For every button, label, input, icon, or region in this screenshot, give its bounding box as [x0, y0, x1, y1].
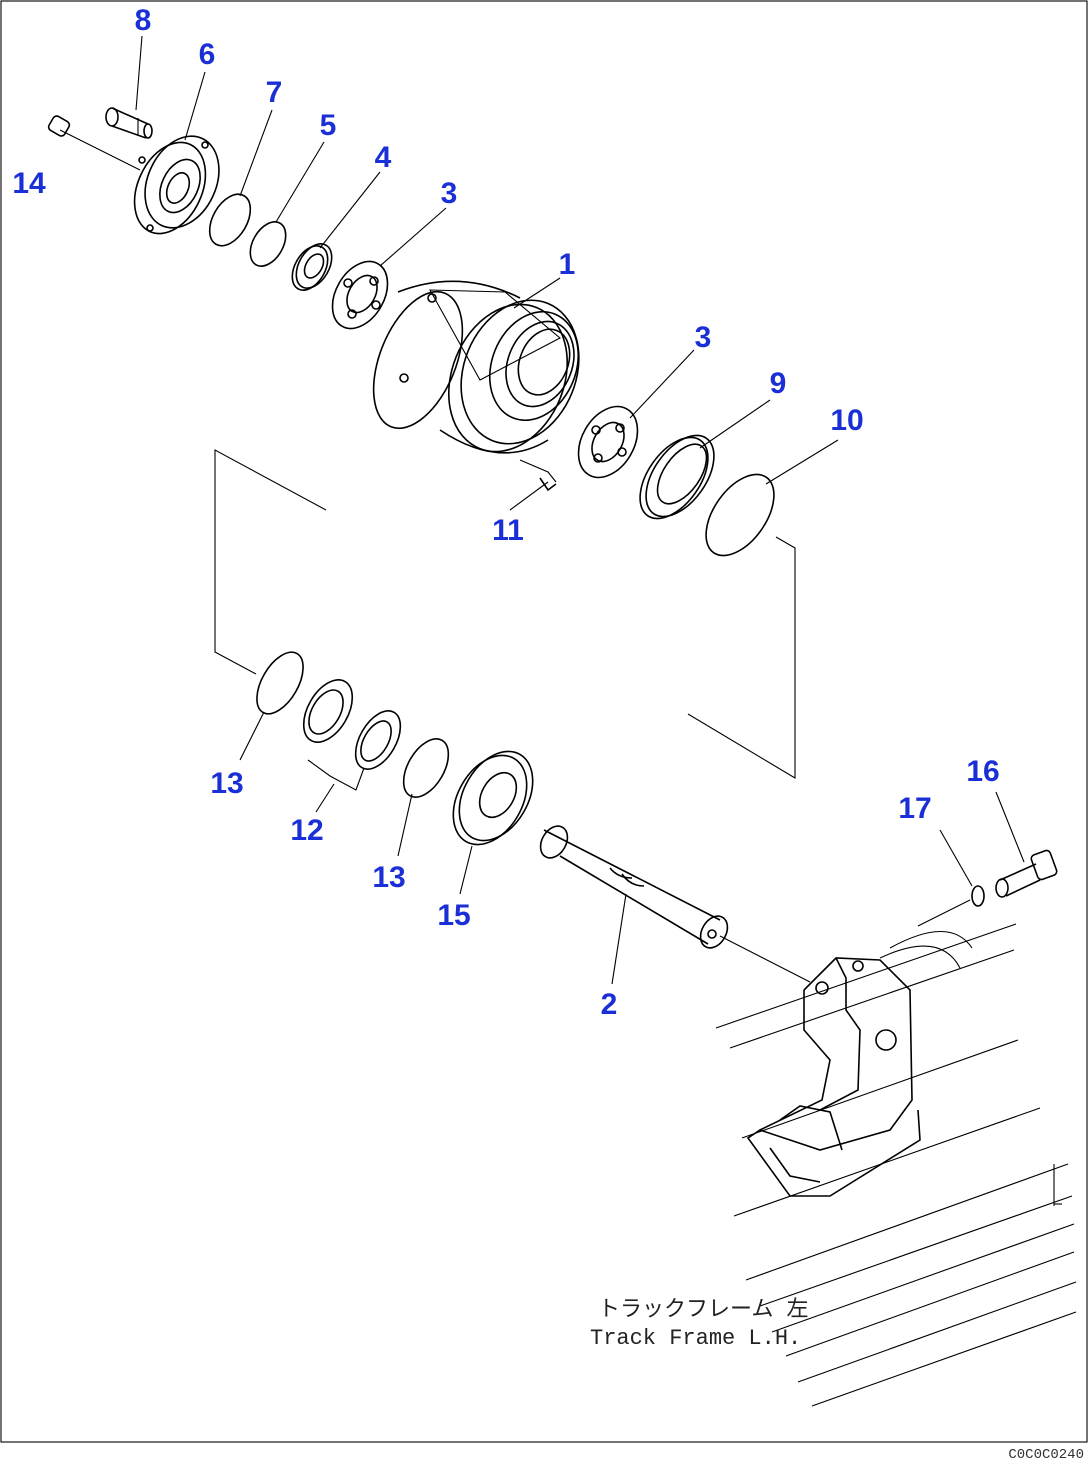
leader-13b — [397, 793, 413, 857]
part-1-roller — [372, 280, 580, 454]
callout-5: 5 — [320, 109, 337, 142]
part-2-shaft — [539, 825, 811, 983]
callout-13-left: 13 — [210, 767, 243, 800]
leader-8 — [135, 35, 143, 111]
leader-3a — [379, 207, 447, 267]
leader-12 — [315, 783, 335, 813]
part-4-nut — [291, 243, 333, 291]
leader-5 — [275, 141, 325, 223]
callout-12: 12 — [290, 814, 323, 847]
leader-1 — [513, 277, 561, 309]
leader-4 — [319, 171, 381, 249]
assembly-guide-lines — [214, 449, 796, 779]
callout-16: 16 — [966, 755, 999, 788]
callout-9: 9 — [770, 367, 787, 400]
leader-16 — [995, 791, 1025, 863]
leader-17 — [939, 829, 973, 887]
callout-1: 1 — [559, 248, 576, 281]
part-12-seal-pair — [302, 679, 402, 770]
callout-11: 11 — [492, 514, 524, 547]
part-3-bearing-upper — [331, 260, 389, 330]
part-11-plug — [519, 459, 557, 492]
callout-2: 2 — [601, 988, 618, 1021]
caption-japanese: トラックフレーム 左 — [598, 1297, 809, 1323]
callout-15: 15 — [437, 899, 470, 932]
callout-numbers: 8 6 7 5 4 3 14 1 3 9 10 11 13 12 13 15 2… — [12, 4, 999, 1021]
part-8-bolt — [105, 107, 153, 139]
leader-7 — [239, 109, 273, 197]
leader-2 — [611, 893, 627, 985]
callout-3-upper: 3 — [441, 177, 458, 210]
part-15-collar — [452, 750, 534, 846]
part-17-washer — [917, 885, 985, 927]
leader-11 — [509, 481, 549, 511]
callout-3-lower: 3 — [695, 321, 712, 354]
callout-6: 6 — [199, 38, 216, 71]
part-6-cover — [133, 135, 220, 235]
drawing-code: C0C0C0240 — [1008, 1447, 1084, 1463]
part-16-bolt — [995, 849, 1058, 898]
callout-14: 14 — [12, 167, 46, 200]
callout-8: 8 — [135, 4, 152, 37]
part-7-o-ring — [208, 193, 252, 247]
callout-10: 10 — [830, 404, 863, 437]
callout-13-right: 13 — [372, 861, 405, 894]
leader-15 — [459, 845, 473, 895]
leader-10 — [765, 439, 839, 485]
track-frame-bracket — [715, 923, 1077, 1407]
part-13-o-ring-right — [402, 738, 450, 798]
caption-english: Track Frame L.H. — [590, 1326, 801, 1351]
part-10-o-ring — [705, 473, 775, 557]
callout-17: 17 — [898, 792, 931, 825]
callout-4: 4 — [375, 141, 392, 174]
leader-lines — [135, 35, 1025, 985]
leader-3b — [629, 349, 695, 419]
leader-6 — [184, 71, 206, 141]
bracket-12 — [307, 759, 365, 791]
part-5-ring — [249, 221, 287, 267]
part-13-o-ring-left — [256, 651, 304, 715]
part-3-bearing-lower — [577, 405, 639, 479]
part-9-floating-seal — [639, 434, 715, 520]
part-14-plug — [47, 115, 141, 171]
leader-13a — [239, 711, 265, 761]
callout-7: 7 — [266, 76, 283, 109]
leader-9 — [699, 399, 771, 449]
